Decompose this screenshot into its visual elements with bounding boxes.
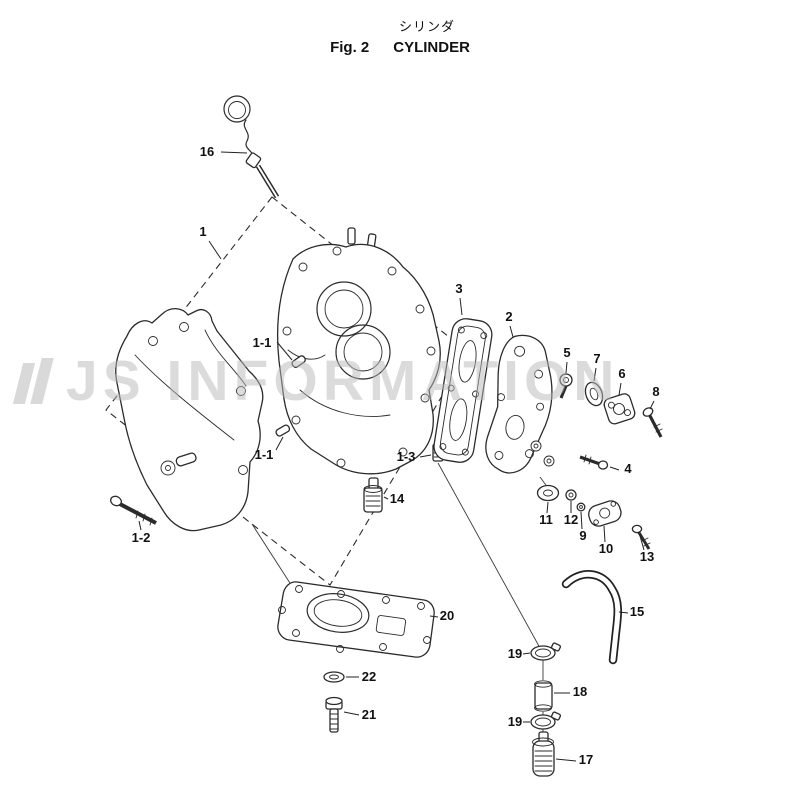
part-4-bolt [579,454,609,470]
part-12-washer [565,489,577,501]
part-label-13: 13 [640,549,654,564]
leader-line-7 [593,367,597,382]
part-1-crankcase-left [115,307,264,532]
leader-line-5 [565,361,568,374]
leader-line-2 [509,325,514,338]
leader-line-6 [618,382,622,396]
part-7-thermostat [584,381,604,407]
leader-line-10 [603,525,606,543]
part-3-gasket [433,318,493,463]
leader-line-1-1 [275,436,284,451]
leader-line-1-2 [138,520,142,531]
leader-line-1-3 [419,454,432,458]
part-label-5: 5 [563,345,570,360]
leader-line-1-1 [276,341,293,361]
leader-line-15 [618,611,629,614]
part-label-21: 21 [362,707,376,722]
leader-line-21 [343,711,360,716]
part-17-filter [532,731,555,777]
part-label-17: 17 [579,752,593,767]
leader-line-3 [459,297,463,316]
part-label-1: 1 [199,224,206,239]
part-8-bolt [642,407,663,438]
leader-line-8 [649,400,655,410]
part-18-joint [534,680,553,712]
part-label-1-2: 1-2 [132,530,151,545]
figure-title: CYLINDER [393,39,470,56]
part-label-19: 19 [508,646,522,661]
part-label-8: 8 [652,384,659,399]
leader-line-14 [383,496,389,500]
part-label-14: 14 [390,491,405,506]
title-japanese: シリンダ [398,19,455,34]
part-1-2-bolt [110,495,157,526]
part-label-2: 2 [505,309,512,324]
part-5-bolt [559,373,573,399]
part-label-19: 19 [508,714,522,729]
part-label-9: 9 [579,528,586,543]
part-label-1-3: 1-3 [397,449,416,464]
part-1-cylinder-block [277,227,441,475]
part-19-clamp-upper [530,642,562,661]
part-2-plate [485,334,553,474]
part-10-flange [588,500,622,527]
part-label-15: 15 [630,604,644,619]
part-label-18: 18 [573,684,587,699]
part-label-12: 12 [564,512,578,527]
part-21-bolt [325,696,343,733]
figure-header: シリンダ Fig. 2 CYLINDER [0,16,800,56]
leader-line-20 [429,615,439,618]
leader-line-13 [639,535,645,551]
leader-line-16 [220,151,248,154]
part-label-6: 6 [618,366,625,381]
part-label-1-1: 1-1 [255,447,274,462]
leader-line-1 [208,240,222,260]
part-labels: 16 1 1-1 1-1 1-2 1-3 3 2 5 7 6 8 4 11 129 10 13 14 15 20 22 2… [132,144,660,767]
leader-line-9 [580,511,583,530]
part-label-7: 7 [593,351,600,366]
leader-line-19 [522,652,531,655]
part-label-1-1: 1-1 [253,335,272,350]
part-22-washer [323,671,345,683]
part-1-1-pin-upper [291,355,306,368]
part-20-gasket [277,581,435,658]
part-6-cover [603,393,636,425]
part-15-tube [561,570,622,665]
part-2-plate-rings [530,440,555,467]
part-label-22: 22 [362,669,376,684]
leader-line-17 [555,758,577,762]
part-label-16: 16 [200,144,214,159]
title-english-row: Fig. 2 CYLINDER [0,39,800,56]
part-14-anode [363,477,383,513]
part-16-dipstick [223,95,280,199]
part-19-clamp-lower [530,711,562,730]
part-label-20: 20 [440,608,454,623]
leader-line-11 [546,501,549,514]
leader-line-4 [609,466,620,471]
part-label-10: 10 [599,541,613,556]
part-label-3: 3 [455,281,462,296]
part-1-1-pin-lower [275,424,291,437]
part-label-4: 4 [624,461,632,476]
part-9-washer [576,502,586,512]
part-11-grommet [536,484,560,502]
part-13-bolt [631,524,651,550]
part-label-11: 11 [539,512,553,527]
figure-number: Fig. 2 [330,39,370,56]
